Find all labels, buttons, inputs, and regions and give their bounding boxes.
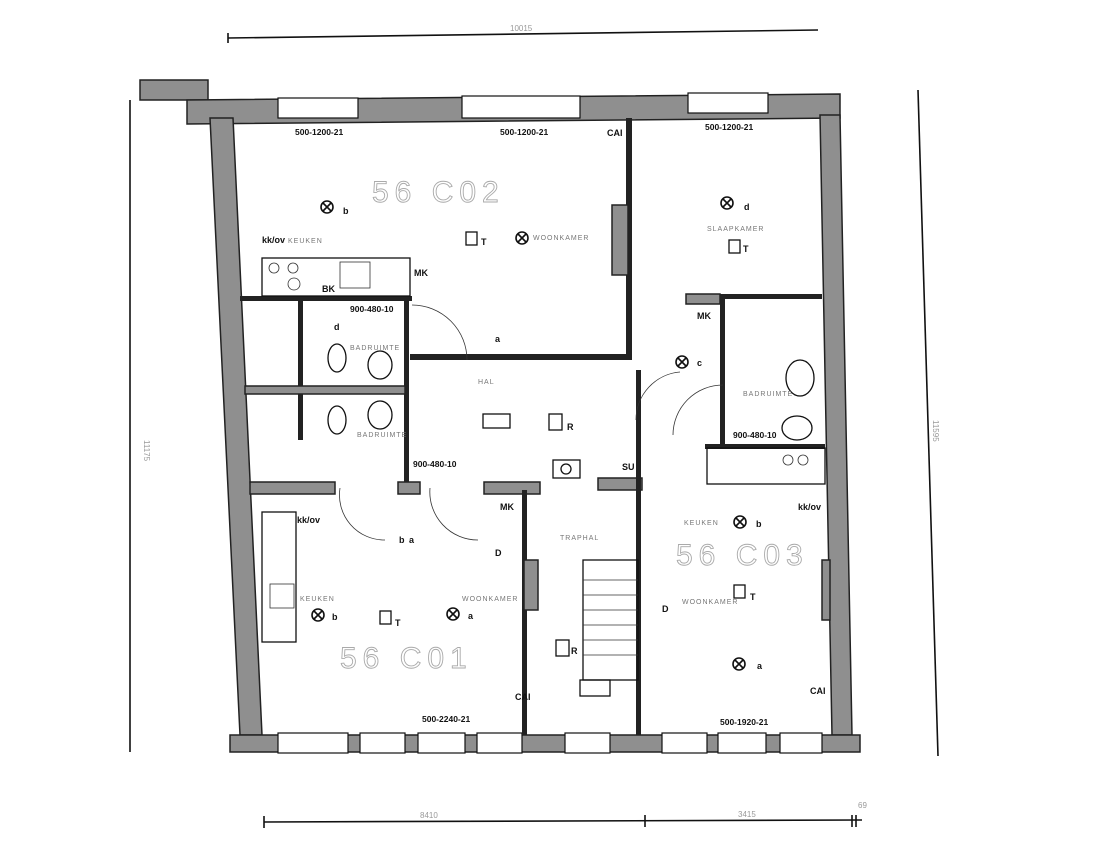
switch-label: a (409, 535, 415, 545)
switch-label: b (756, 519, 762, 529)
thermostat-icon (379, 610, 392, 625)
ceiling-light-icon (720, 196, 734, 210)
room-label: WOONKAMER (462, 596, 518, 603)
switch-label: b (343, 206, 349, 216)
window-code: 500-1920-21 (720, 717, 768, 727)
thermostat-label: T (395, 618, 401, 628)
cai-label: CAI (810, 686, 826, 696)
dimension-bottom-right: 3415 (738, 810, 756, 819)
dimension-bottom-left: 8410 (420, 811, 438, 820)
switch-label: c (697, 358, 702, 368)
radiator-icon (555, 639, 570, 657)
electrical-symbols (311, 196, 747, 671)
fixtures (261, 257, 826, 697)
dimension-bottom-end: 69 (858, 801, 867, 810)
door-code: 900-480-10 (350, 304, 394, 314)
room-label: HAL (478, 379, 495, 386)
switch-label: a (757, 661, 763, 671)
ceiling-light-icon (320, 200, 334, 214)
room-label: SLAAPKAMER (707, 226, 764, 233)
window-code: 500-2240-21 (422, 714, 470, 724)
room-label: KEUKEN (300, 596, 335, 603)
windows: 500-1200-21 500-1200-21 500-1200-21 500-… (277, 92, 823, 754)
ceiling-light-icon (515, 231, 529, 245)
kkov-label: kk/ov (798, 502, 821, 512)
room-label: TRAPHAL (560, 535, 599, 542)
unit-number-c01: 56 C01 (340, 642, 473, 675)
room-label: BADRUIMTE (350, 345, 400, 352)
cai-label: CAI (515, 692, 531, 702)
kkov-label: kk/ov (262, 235, 285, 245)
unit-number-c02: 56 C02 (372, 176, 505, 209)
cai-label: CAI (607, 128, 623, 138)
kkov-label: kk/ov (297, 515, 320, 525)
dimension-top: 10015 (510, 24, 533, 33)
dimension-left: 11175 (142, 440, 151, 462)
radiator-icon (548, 413, 563, 431)
dimension-right: 11595 (931, 420, 940, 442)
room-label: WOONKAMER (533, 235, 589, 242)
room-label: BADRUIMTE (743, 391, 793, 398)
room-label: BADRUIMTE (357, 432, 407, 439)
switch-label: b (332, 612, 338, 622)
mk-label: MK (414, 268, 428, 278)
switch-label: a (468, 611, 474, 621)
thermostat-label: T (743, 244, 749, 254)
d-label: D (495, 548, 502, 558)
su-label: SU (622, 462, 635, 472)
unit-number-c03: 56 C03 (676, 539, 809, 572)
switch-label: b (399, 535, 405, 545)
radiator-icon (482, 413, 511, 429)
door-code: 900-480-10 (413, 459, 457, 469)
window-code: 500-1200-21 (705, 122, 753, 132)
switch-label: d (334, 322, 340, 332)
ceiling-light-icon (446, 607, 460, 621)
door-code: 900-480-10 (733, 430, 777, 440)
dimension-lines: 10015 11175 11595 8410 3415 69 (129, 24, 940, 828)
window-code: 500-1200-21 (295, 127, 343, 137)
thermostat-label: T (481, 237, 487, 247)
radiator-label: R (567, 422, 574, 432)
room-label: WOONKAMER (682, 599, 738, 606)
thermostat-icon (465, 231, 478, 246)
switch-label: d (744, 202, 750, 212)
d-label: D (662, 604, 669, 614)
window-code: 500-1200-21 (500, 127, 548, 137)
mk-label: MK (500, 502, 514, 512)
thermostat-icon (728, 239, 741, 254)
ceiling-light-icon (311, 608, 325, 622)
ceiling-light-icon (733, 515, 747, 529)
thermostat-icon (733, 584, 746, 599)
radiator-label: R (571, 646, 578, 656)
ceiling-light-icon (675, 355, 689, 369)
meter-icon (552, 459, 581, 479)
interior-walls (240, 118, 831, 735)
symbol-labels: kk/ov kk/ov kk/ov CAI CAI CAI MK MK MK T… (262, 128, 826, 702)
mk-label: MK (697, 311, 711, 321)
thermostat-label: T (750, 592, 756, 602)
switch-label: a (495, 334, 501, 344)
ceiling-light-icon (732, 657, 746, 671)
room-label: KEUKEN (684, 520, 719, 527)
room-label: KEUKEN (288, 238, 323, 245)
bk-label: BK (322, 284, 335, 294)
